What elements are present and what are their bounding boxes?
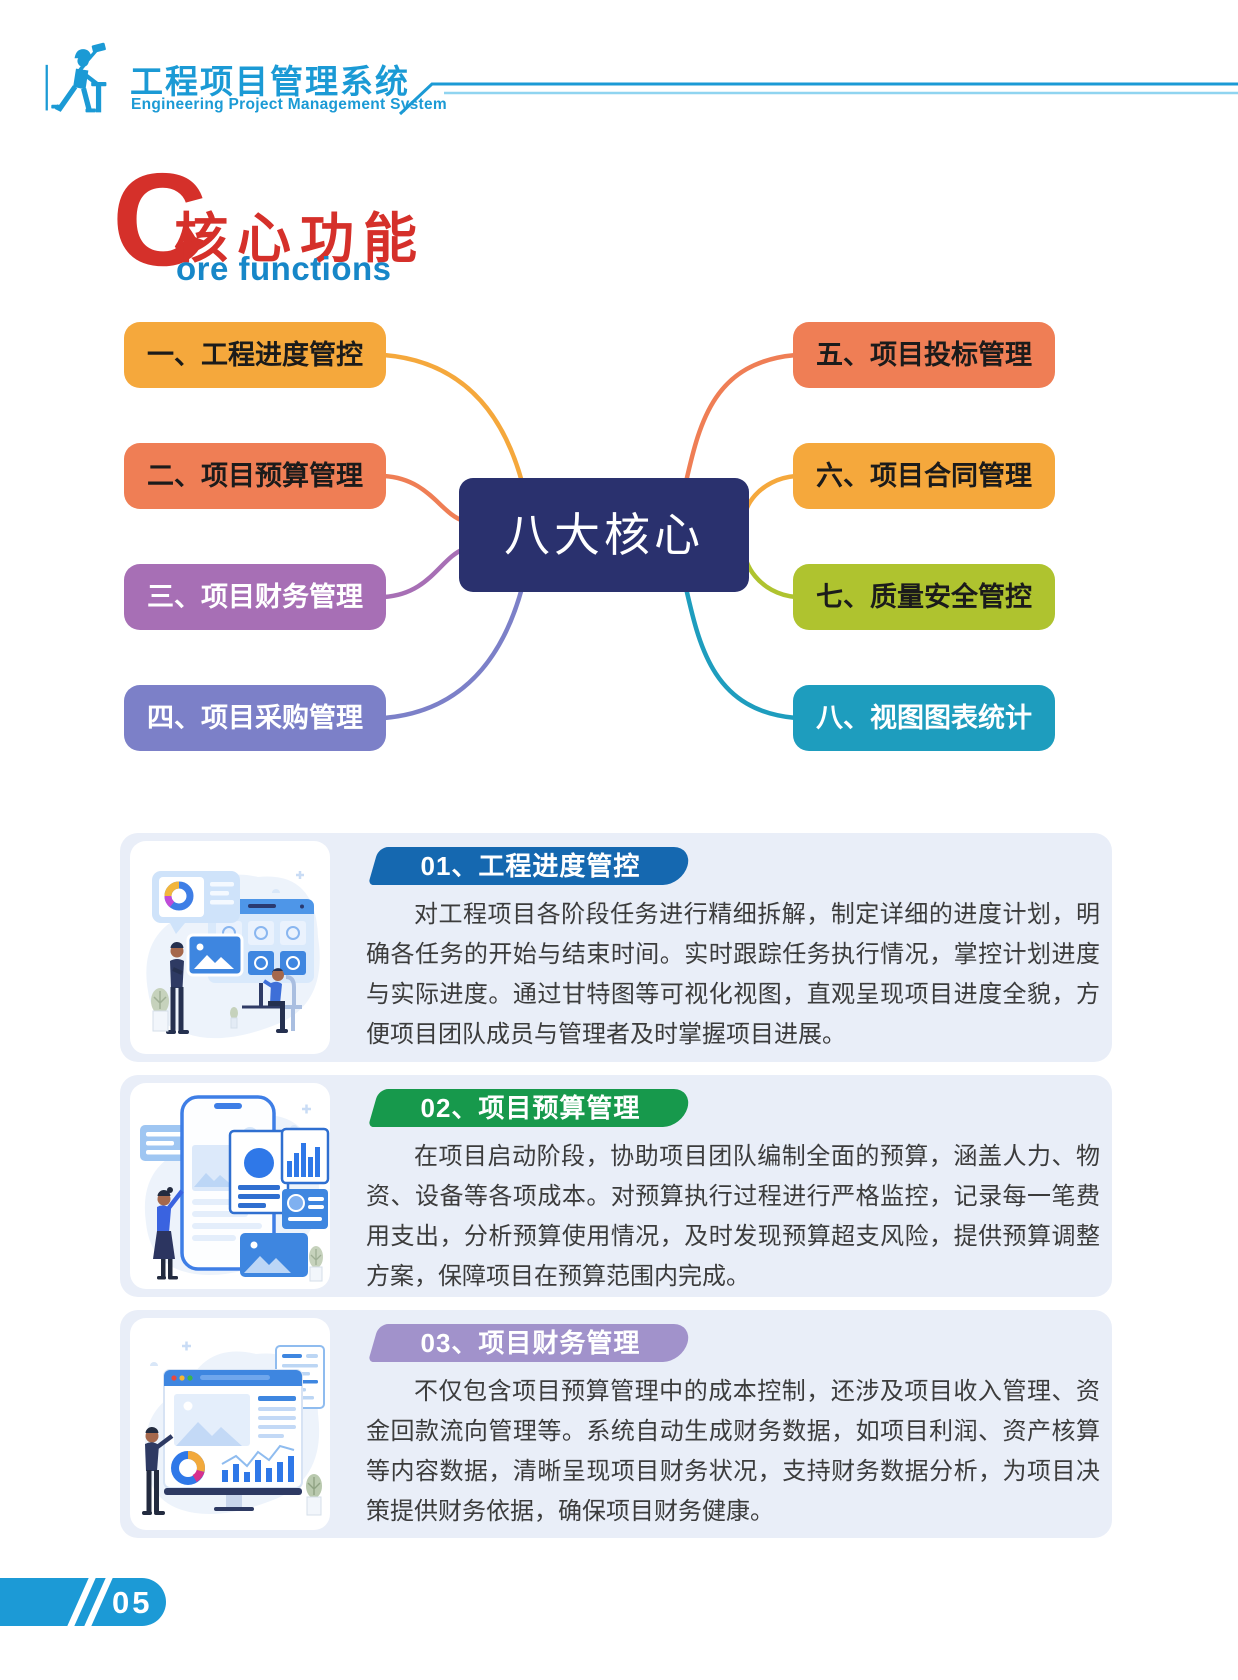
feature-banner-budget: 02、项目预算管理 xyxy=(368,1089,693,1127)
dashboard-people-illustration-icon xyxy=(146,871,320,1039)
section-title-cn: 核心功能 xyxy=(174,209,426,269)
feature-banner-finance: 03、项目财务管理 xyxy=(368,1324,693,1362)
feature-banner-title: 03、项目财务管理 xyxy=(420,1328,641,1358)
feature-card-budget: 02、项目预算管理 在项目启动阶段，协助项目团队编制全面的预算，涵盖人力、物资、… xyxy=(120,1075,1112,1297)
mindmap-node-procurement: 四、项目采购管理 xyxy=(124,685,386,751)
feature-banner-title: 02、项目预算管理 xyxy=(420,1093,641,1123)
page-title: 工程项目管理系统 xyxy=(130,63,410,100)
feature-banner-progress: 01、工程进度管控 xyxy=(368,847,693,885)
feature-paragraph-budget: 在项目启动阶段，协助项目团队编制全面的预算，涵盖人力、物资、设备等各项成本。对预… xyxy=(366,1143,1100,1290)
feature-card-finance: 03、项目财务管理 不仅包含项目预算管理中的成本控制，还涉及项目收入管理、资金回… xyxy=(120,1310,1112,1538)
mindmap-node-contract: 六、项目合同管理 xyxy=(793,443,1055,509)
worker-hammer-logo-icon xyxy=(45,42,107,113)
progress-illustration xyxy=(130,841,330,1054)
feature-card-progress: 01、工程进度管控 对工程项目各阶段任务进行精细拆解，制定详细的进度计划，明确各… xyxy=(120,833,1112,1062)
feature-banner-title: 01、工程进度管控 xyxy=(420,851,641,881)
browser-charts-illustration-icon xyxy=(142,1341,325,1516)
header-rule-lines xyxy=(398,82,1238,116)
section-title-en: ore functions xyxy=(176,250,392,287)
phone-charts-illustration-icon xyxy=(140,1095,330,1282)
feature-paragraph-progress: 对工程项目各阶段任务进行精细拆解，制定详细的进度计划，明确各任务的开始与结束时间… xyxy=(366,901,1100,1048)
mindmap-node-budget: 二、项目预算管理 xyxy=(124,443,386,509)
mindmap-node-finance: 三、项目财务管理 xyxy=(124,564,386,630)
budget-illustration xyxy=(130,1083,330,1289)
page-number: 05 xyxy=(112,1585,153,1620)
feature-cards: 01、工程进度管控 对工程项目各阶段任务进行精细拆解，制定详细的进度计划，明确各… xyxy=(120,833,1112,1551)
mindmap-node-charts: 八、视图图表统计 xyxy=(793,685,1055,751)
mindmap-center-node: 八大核心 xyxy=(459,478,749,592)
mindmap-node-bidding: 五、项目投标管理 xyxy=(793,322,1055,388)
mindmap-connector-curves xyxy=(381,352,799,721)
mindmap-node-progress: 一、工程进度管控 xyxy=(124,322,386,388)
feature-paragraph-finance: 不仅包含项目预算管理中的成本控制，还涉及项目收入管理、资金回款流向管理等。系统自… xyxy=(366,1378,1100,1525)
page-subtitle: Engineering Project Management System xyxy=(131,96,448,113)
finance-illustration xyxy=(130,1318,330,1530)
mindmap-node-quality-safety: 七、质量安全管控 xyxy=(793,564,1055,630)
page-number-banner: 05 xyxy=(0,1578,166,1626)
section-initial-letter: C xyxy=(112,146,208,293)
